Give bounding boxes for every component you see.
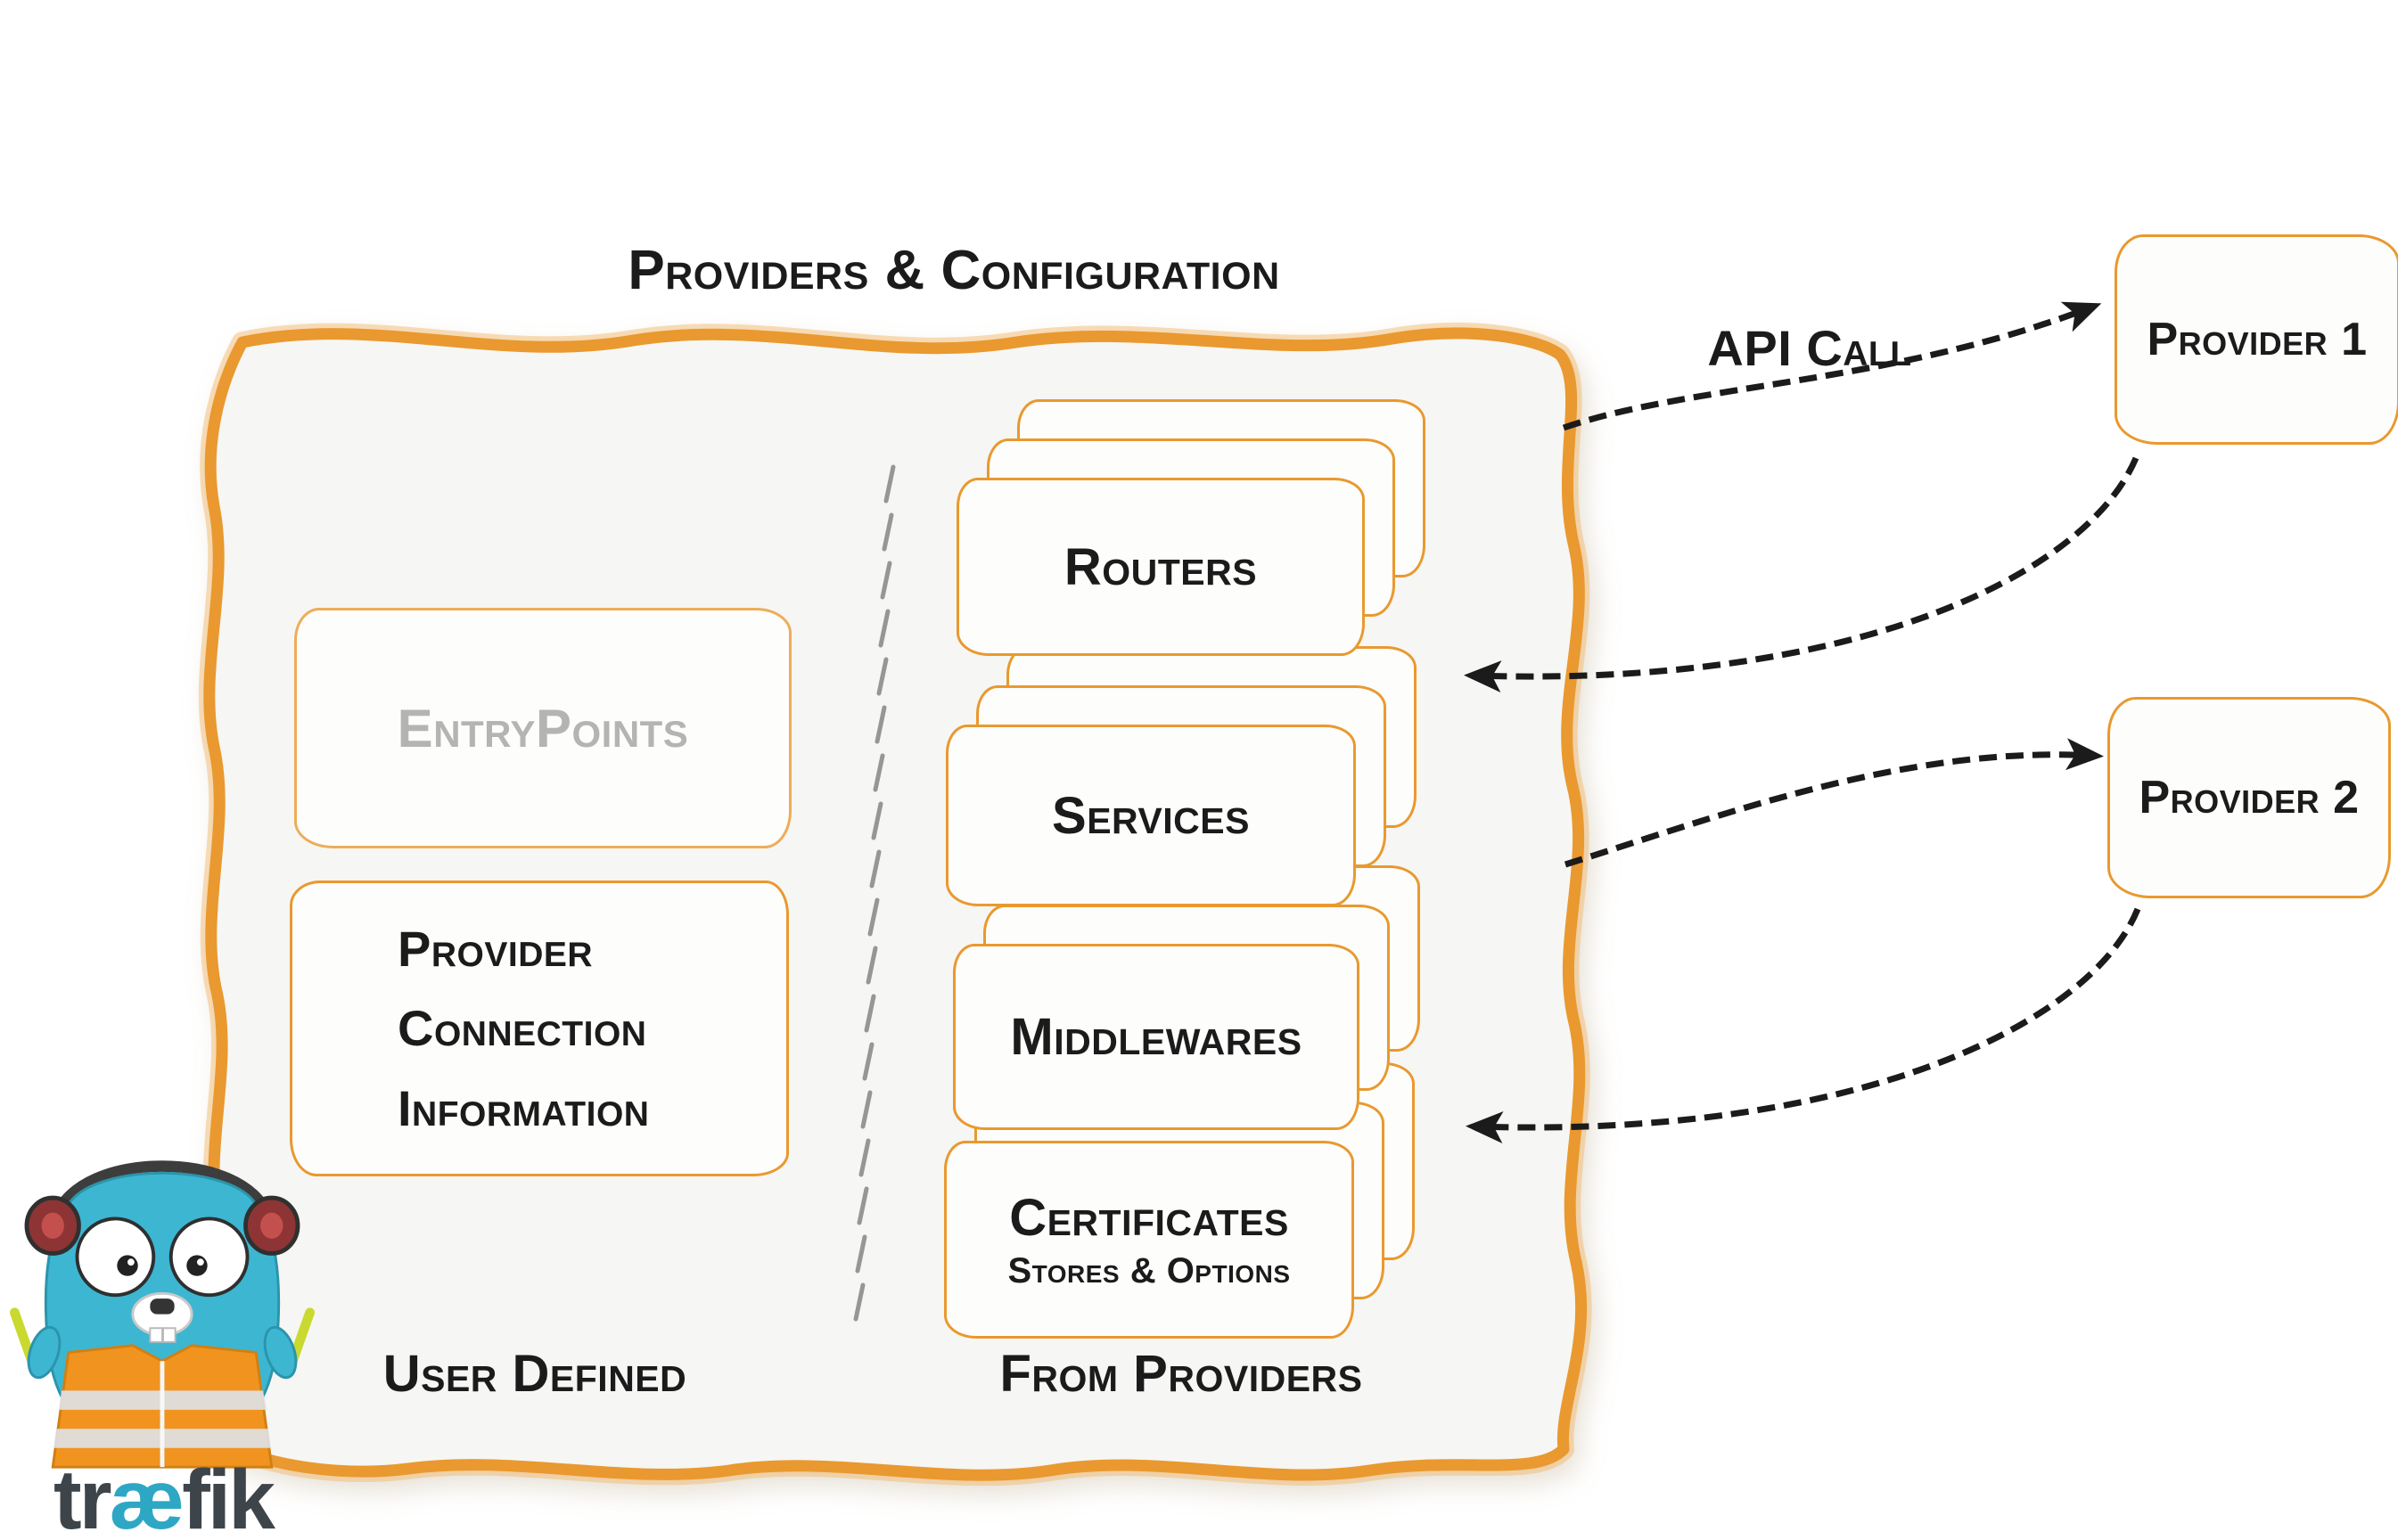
- gopher-arm: [27, 1325, 62, 1380]
- api-call-label: API Call: [1707, 320, 1912, 376]
- wordmark-ae: æ: [109, 1453, 185, 1540]
- provider-connection-line: Information: [398, 1079, 650, 1136]
- gopher-pupil: [117, 1255, 138, 1276]
- services-stack: Services: [946, 646, 1417, 906]
- services-box: Services: [946, 725, 1356, 906]
- gopher-pupil: [186, 1255, 208, 1276]
- traefik-logo: træfik: [7, 1134, 317, 1540]
- provider-connection-box: Provider Connection Information: [290, 881, 789, 1176]
- routers-label: Routers: [1063, 537, 1258, 596]
- column-divider: [853, 464, 896, 1322]
- headphone-cup-inner: [260, 1212, 283, 1239]
- provider-1-label: Provider 1: [2147, 314, 2368, 365]
- provider-2-box: Provider 2: [2107, 697, 2391, 898]
- middlewares-stack: Middlewares: [953, 865, 1420, 1130]
- provider-1-box: Provider 1: [2115, 234, 2398, 445]
- eye-glint: [127, 1258, 135, 1266]
- entrypoints-box: EntryPoints: [294, 608, 792, 848]
- wordmark-fik: fik: [182, 1453, 275, 1540]
- gopher-arm: [263, 1325, 298, 1380]
- services-label: Services: [1052, 786, 1250, 845]
- certificates-label: Certificates: [1009, 1189, 1289, 1247]
- provider-connection-line: Provider: [398, 920, 594, 977]
- gopher-tooth: [162, 1327, 177, 1343]
- headphone-cup-inner: [41, 1212, 64, 1239]
- from-providers-label: From Providers: [999, 1345, 1363, 1403]
- headphones-band-icon: [50, 1160, 275, 1223]
- certificates-sublabel: Stores & Options: [1007, 1251, 1291, 1290]
- user-defined-label: User Defined: [382, 1345, 687, 1403]
- certificates-box: Certificates Stores & Options: [944, 1141, 1354, 1339]
- traefik-wordmark: træfik: [16, 1458, 310, 1540]
- entrypoints-label: EntryPoints: [397, 698, 689, 758]
- page-title: Providers & Configuration: [628, 240, 1280, 301]
- eye-glint: [196, 1258, 204, 1266]
- middlewares-label: Middlewares: [1010, 1008, 1302, 1066]
- gopher-mascot-icon: [9, 1160, 315, 1469]
- gopher-nose: [150, 1298, 175, 1315]
- gopher-eye: [168, 1216, 250, 1298]
- routers-stack: Routers: [957, 399, 1425, 656]
- routers-box: Routers: [957, 478, 1365, 656]
- gopher-eye: [75, 1216, 156, 1298]
- provider-connection-line: Connection: [398, 1000, 647, 1057]
- gopher-tooth: [149, 1327, 163, 1343]
- middlewares-box: Middlewares: [953, 944, 1359, 1130]
- wordmark-tr: tr: [53, 1453, 112, 1540]
- provider-2-label: Provider 2: [2139, 772, 2360, 823]
- certificates-stack: Certificates Stores & Options: [944, 1062, 1415, 1339]
